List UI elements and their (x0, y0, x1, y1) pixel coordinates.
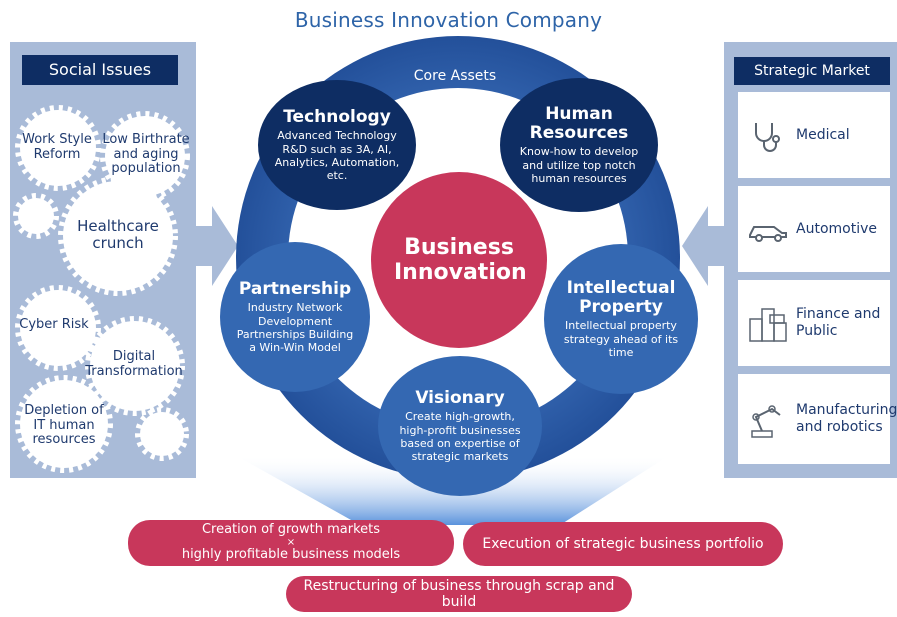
robot-arm-icon (751, 405, 781, 438)
right-arrow (682, 206, 724, 286)
human-resources-title: Human Resources (529, 104, 629, 143)
center-label: Business Innovation (394, 234, 527, 285)
issue-it-human-resources: Depletion of IT human resources (18, 398, 110, 454)
market-finance: Finance and Public (738, 280, 890, 366)
intellectual-property-desc: Intellectual property strategy ahead of … (563, 319, 679, 359)
business-innovation-circle: Business Innovation (371, 172, 547, 348)
intellectual-property-circle: Intellectual Property Intellectual prope… (544, 244, 698, 394)
outcome-growth-markets: Creation of growth markets × highly prof… (128, 520, 454, 566)
issue-digital-transformation: Digital Transformation (85, 340, 183, 390)
technology-desc: Advanced Technology R&D such as 3A, AI, … (274, 129, 400, 183)
market-manufacturing: Manufacturing and robotics (738, 374, 897, 464)
issue-label: Cyber Risk (19, 316, 89, 332)
issue-label: Digital Transformation (85, 349, 183, 379)
issue-work-style-reform: Work Style Reform (15, 118, 99, 178)
human-resources-circle: Human Resources Know-how to develop and … (500, 78, 658, 212)
visionary-circle: Visionary Create high-growth, high-profi… (378, 356, 542, 496)
issue-cyber-risk: Cyber Risk (14, 310, 94, 340)
outcome-restructuring: Restructuring of business through scrap … (286, 576, 632, 612)
technology-circle: Technology Advanced Technology R&D such … (258, 80, 416, 210)
outcome-strategic-portfolio: Execution of strategic business portfoli… (463, 522, 783, 566)
human-resources-desc: Know-how to develop and utilize top notc… (519, 145, 639, 185)
partnership-circle: Partnership Industry Network Development… (220, 242, 370, 392)
page-title: Business Innovation Company (294, 8, 603, 32)
left-arrow (196, 206, 238, 286)
issue-label: Depletion of IT human resources (24, 402, 104, 448)
issue-healthcare-crunch: Healthcare crunch (70, 210, 166, 260)
outcome-growth-line1: Creation of growth markets (201, 522, 381, 538)
intellectual-property-title: Intellectual Property (566, 278, 676, 317)
outcome-growth-line2: highly profitable business models (181, 547, 401, 562)
market-automotive: Automotive (738, 186, 890, 272)
issue-label: Low Birthrate and aging population (102, 131, 190, 177)
market-label: Manufacturing and robotics (796, 402, 897, 435)
car-icon (749, 226, 787, 242)
times-symbol: × (286, 537, 296, 548)
market-label: Finance and Public (796, 306, 881, 339)
stethoscope-icon (755, 123, 780, 152)
core-assets-label: Core Assets (413, 68, 497, 84)
strategic-market-header: Strategic Market (734, 57, 890, 85)
market-label: Automotive (796, 220, 877, 237)
technology-title: Technology (283, 106, 391, 127)
issue-low-birthrate: Low Birthrate and aging population (100, 122, 192, 188)
visionary-title: Visionary (415, 387, 505, 408)
social-issues-header: Social Issues (22, 55, 178, 85)
social-issue-bubbles-shapes (13, 105, 190, 473)
market-medical: Medical (738, 92, 890, 178)
partnership-title: Partnership (238, 278, 352, 299)
issue-label: Work Style Reform (22, 132, 92, 162)
visionary-desc: Create high-growth, high-profit business… (399, 410, 521, 464)
market-label: Medical (796, 126, 850, 143)
partnership-desc: Industry Network Development Partnership… (236, 301, 354, 355)
issue-label: Healthcare crunch (77, 216, 159, 252)
buildings-icon (749, 308, 787, 342)
